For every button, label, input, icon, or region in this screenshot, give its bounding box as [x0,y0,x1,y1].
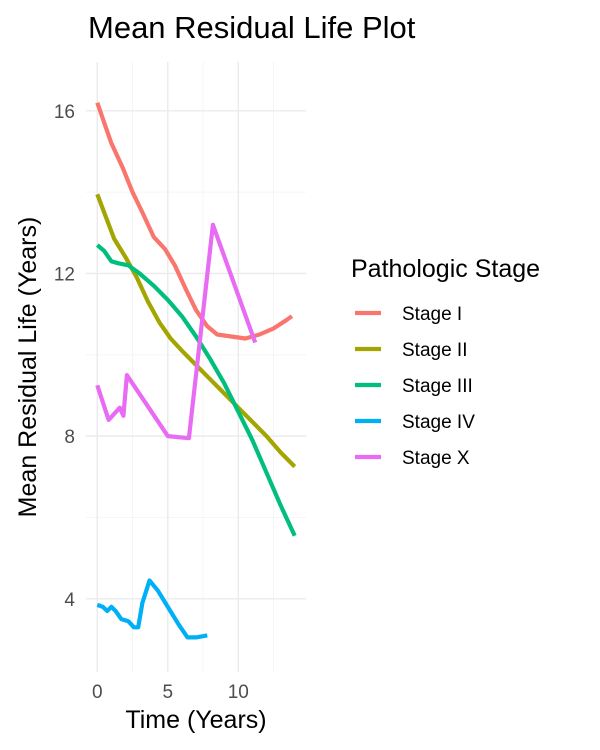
series-line-stage-x [95,222,258,441]
legend-title: Pathologic Stage [351,255,540,283]
legend-items: Stage I Stage II Stage III Stage IV Stage X [355,304,475,469]
x-tick-label: 0 [92,682,103,703]
legend-label-stage-ii: Stage II [402,340,468,361]
legend-label-stage-iii: Stage III [402,376,473,397]
series-line-stage-iv [96,578,208,640]
series-line-stage-ii [95,193,297,469]
series-line-stage-iii [95,243,297,537]
legend-item-stage-x: Stage X [355,448,470,469]
legend-label-stage-x: Stage X [402,448,470,469]
y-axis-ticks: 4 8 12 16 [54,102,76,611]
legend-item-stage-i: Stage I [355,304,462,325]
y-tick-label: 12 [54,264,75,285]
x-axis-title: Time (Years) [125,706,266,734]
legend: Pathologic Stage Stage I Stage II Stage II… [351,255,540,469]
legend-item-stage-iv: Stage IV [355,412,475,433]
grid [86,62,306,672]
legend-label-stage-iv: Stage IV [402,412,475,433]
legend-item-stage-iii: Stage III [355,376,473,397]
chart-title: Mean Residual Life Plot [88,10,416,45]
legend-label-stage-i: Stage I [402,304,462,325]
series-line-stage-i [95,102,294,341]
y-tick-label: 16 [54,102,75,123]
y-tick-label: 8 [64,427,75,448]
y-tick-label: 4 [64,590,75,611]
x-tick-label: 5 [163,682,174,703]
legend-item-stage-ii: Stage II [355,340,468,361]
series-lines [95,102,297,640]
x-axis-ticks: 0 5 10 [92,682,249,703]
y-axis-title: Mean Residual Life (Years) [14,217,42,518]
x-tick-label: 10 [228,682,249,703]
